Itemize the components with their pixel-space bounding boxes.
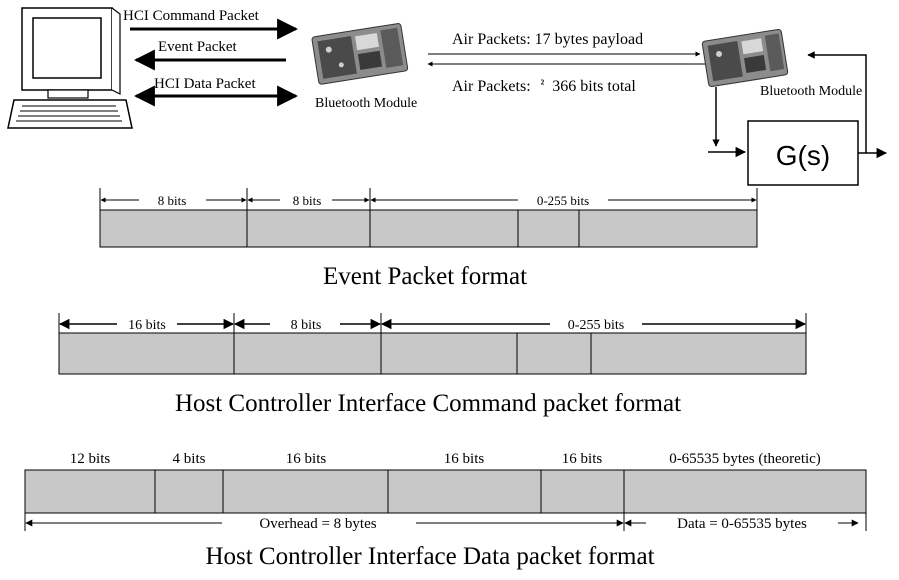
- data-field-label-6: 0-65535 bytes (theoretic): [669, 451, 821, 467]
- bluetooth-module-right-label: Bluetooth Module: [760, 84, 862, 99]
- data-field: [154, 469, 224, 514]
- overhead-label: Overhead = 8 bytes: [259, 516, 376, 532]
- data-field: [540, 469, 625, 514]
- command-field: [380, 332, 518, 375]
- event-field: [369, 209, 519, 248]
- event-field-label-3: 0-255 bits: [537, 193, 589, 208]
- data-field: [24, 469, 156, 514]
- data-field-label-2: 4 bits: [173, 451, 206, 467]
- event-packet-format: 8 bits 8 bits 0-255 bits: [99, 188, 758, 248]
- data-field: [623, 469, 867, 514]
- computer-icon: [7, 7, 133, 129]
- command-field-label-1: 16 bits: [128, 318, 166, 333]
- event-packet-label: Event Packet: [158, 39, 238, 55]
- event-format-caption: Event Packet format: [323, 263, 527, 290]
- command-field-label-2: 8 bits: [291, 318, 322, 333]
- data-field-label-5: 16 bits: [562, 451, 603, 467]
- event-field: [99, 209, 248, 248]
- plant-label: G(s): [776, 140, 830, 171]
- hci-data-label: HCI Data Packet: [154, 76, 256, 92]
- command-field: [590, 332, 807, 375]
- bluetooth-module-right-icon: [701, 28, 789, 88]
- event-field: [246, 209, 371, 248]
- hci-command-label: HCI Command Packet: [123, 8, 260, 24]
- data-length-label: Data = 0-65535 bytes: [677, 516, 807, 532]
- command-field: [233, 332, 382, 375]
- event-field-label-1: 8 bits: [158, 193, 187, 208]
- event-field: [517, 209, 580, 248]
- data-packet-format: 12 bits 4 bits 16 bits 16 bits 16 bits 0…: [24, 451, 867, 532]
- data-format-caption: Host Controller Interface Data packet fo…: [205, 543, 654, 570]
- command-packet-format: 16 bits 8 bits 0-255 bits: [58, 313, 807, 375]
- command-field: [58, 332, 235, 375]
- event-field-label-2: 8 bits: [293, 193, 322, 208]
- event-field: [578, 209, 758, 248]
- air-packets-top-label: Air Packets: 17 bytes payload: [452, 31, 643, 48]
- bluetooth-module-left-icon: [311, 23, 409, 85]
- plant-block: [747, 120, 859, 186]
- data-field-label-1: 12 bits: [70, 451, 111, 467]
- data-field: [387, 469, 542, 514]
- command-field-label-3: 0-255 bits: [568, 318, 624, 333]
- command-field: [516, 332, 592, 375]
- feedback-line: [807, 51, 867, 153]
- data-field: [222, 469, 389, 514]
- data-field-label-3: 16 bits: [286, 451, 327, 467]
- command-format-caption: Host Controller Interface Command packet…: [175, 390, 681, 417]
- bluetooth-module-left-label: Bluetooth Module: [315, 96, 417, 111]
- data-field-label-4: 16 bits: [444, 451, 485, 467]
